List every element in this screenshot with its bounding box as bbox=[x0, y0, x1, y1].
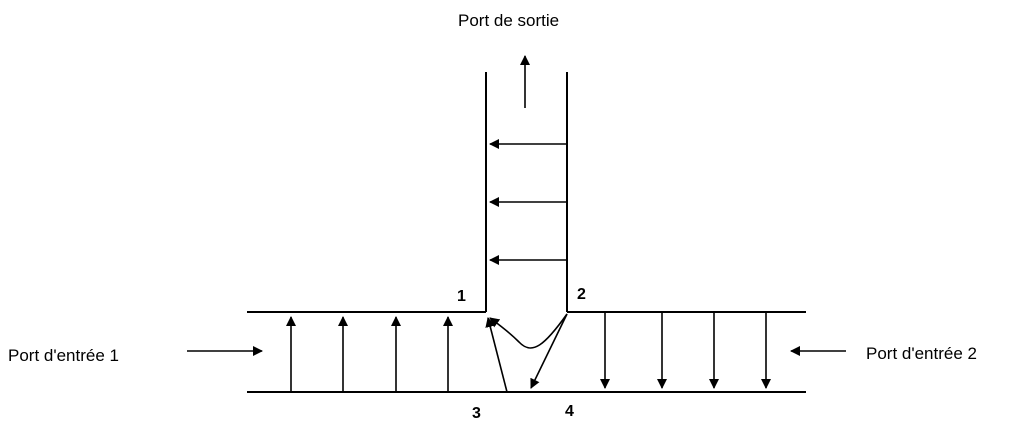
input-port-2-label: Port d'entrée 2 bbox=[866, 344, 977, 363]
input-port-1-label: Port d'entrée 1 bbox=[8, 346, 119, 365]
field-arrows bbox=[187, 55, 846, 393]
junction-arrow-2-to-4 bbox=[530, 313, 568, 389]
point-2-label: 2 bbox=[577, 286, 586, 303]
point-4-label: 4 bbox=[565, 403, 574, 420]
point-3-label: 3 bbox=[472, 405, 481, 422]
point-1-label: 1 bbox=[457, 288, 466, 305]
guide-walls bbox=[247, 72, 806, 393]
junction-curve-arrow-2-to-1 bbox=[489, 313, 568, 349]
output-port-label: Port de sortie bbox=[458, 11, 560, 30]
junction-arrow-3-to-1 bbox=[485, 317, 508, 393]
